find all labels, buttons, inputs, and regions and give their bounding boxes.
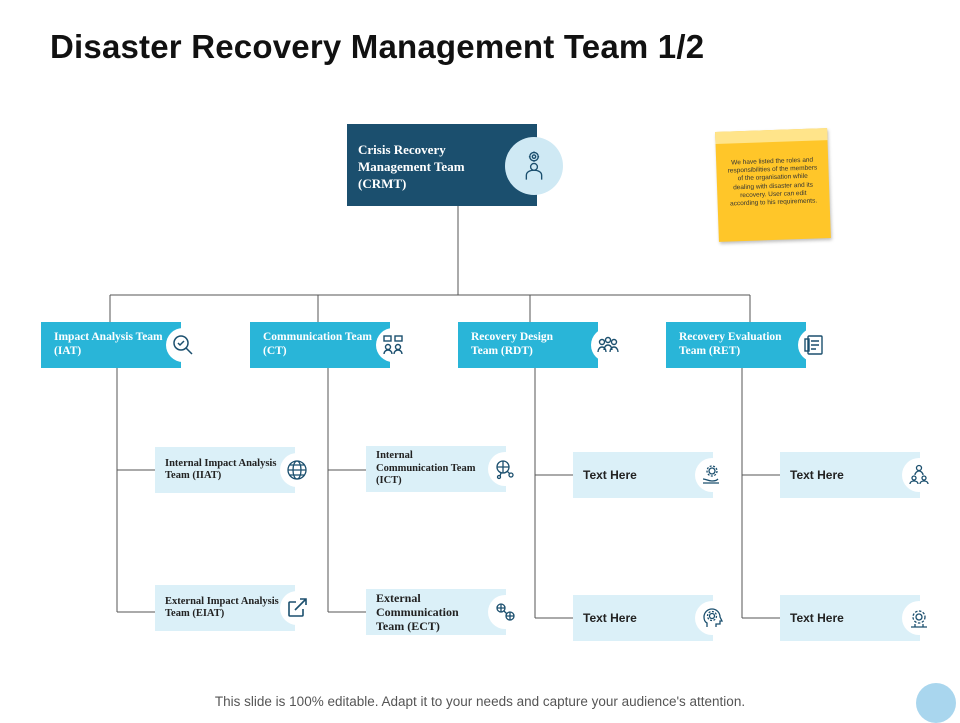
sticky-note: We have listed the roles and responsibil… [715, 128, 831, 242]
sub-team-iiat: Internal Impact Analysis Team (IIAT) [155, 447, 295, 493]
sub-team-ret-1: Text Here [780, 452, 920, 498]
note-text: We have listed the roles and responsibil… [727, 156, 818, 208]
root-label: Crisis Recovery Management Team (CRMT) [358, 142, 465, 191]
sub-team-label: Text Here [790, 610, 844, 625]
team-recovery-design: Recovery Design Team (RDT) [458, 322, 598, 368]
team-recovery-evaluation: Recovery Evaluation Team (RET) [666, 322, 806, 368]
hand-gear-icon [695, 458, 729, 492]
person-group-icon [902, 458, 936, 492]
sub-team-rdt-2: Text Here [573, 595, 713, 641]
sub-team-ret-2: Text Here [780, 595, 920, 641]
sub-team-label: Internal Impact Analysis Team (IIAT) [165, 457, 277, 482]
magnify-check-icon [166, 328, 200, 362]
page-title: Disaster Recovery Management Team 1/2 [50, 28, 705, 65]
sub-team-label: Text Here [790, 467, 844, 482]
team-label: Recovery Evaluation Team (RET) [679, 331, 782, 357]
sub-team-label: Text Here [583, 467, 637, 482]
team-icon [591, 328, 625, 362]
sub-team-ect: External Communication Team (ECT) [366, 589, 506, 635]
gear-icon [902, 601, 936, 635]
team-label: Communication Team (CT) [263, 331, 372, 357]
team-label: Recovery Design Team (RDT) [471, 331, 554, 357]
sub-team-label: Text Here [583, 610, 637, 625]
sub-team-label: External Impact Analysis Team (EIAT) [165, 595, 279, 620]
external-link-icon [280, 591, 314, 625]
sub-team-label: External Communication Team (ECT) [376, 591, 459, 633]
decorative-circle [916, 683, 956, 723]
communication-icon [376, 328, 410, 362]
network-globe-icon [488, 452, 522, 486]
head-gear-icon [695, 601, 729, 635]
footer-text: This slide is 100% editable. Adapt it to… [214, 694, 746, 709]
sub-team-ict: Internal Communication Team (ICT) [366, 446, 506, 492]
checklist-icon [798, 328, 832, 362]
team-communication: Communication Team (CT) [250, 322, 390, 368]
team-label: Impact Analysis Team (IAT) [54, 331, 163, 357]
globe-icon [280, 453, 314, 487]
network-icon [488, 595, 522, 629]
sub-team-rdt-1: Text Here [573, 452, 713, 498]
team-impact-analysis: Impact Analysis Team (IAT) [41, 322, 181, 368]
sub-team-eiat: External Impact Analysis Team (EIAT) [155, 585, 295, 631]
sub-team-label: Internal Communication Team (ICT) [376, 450, 476, 487]
gear-person-icon [505, 137, 563, 195]
